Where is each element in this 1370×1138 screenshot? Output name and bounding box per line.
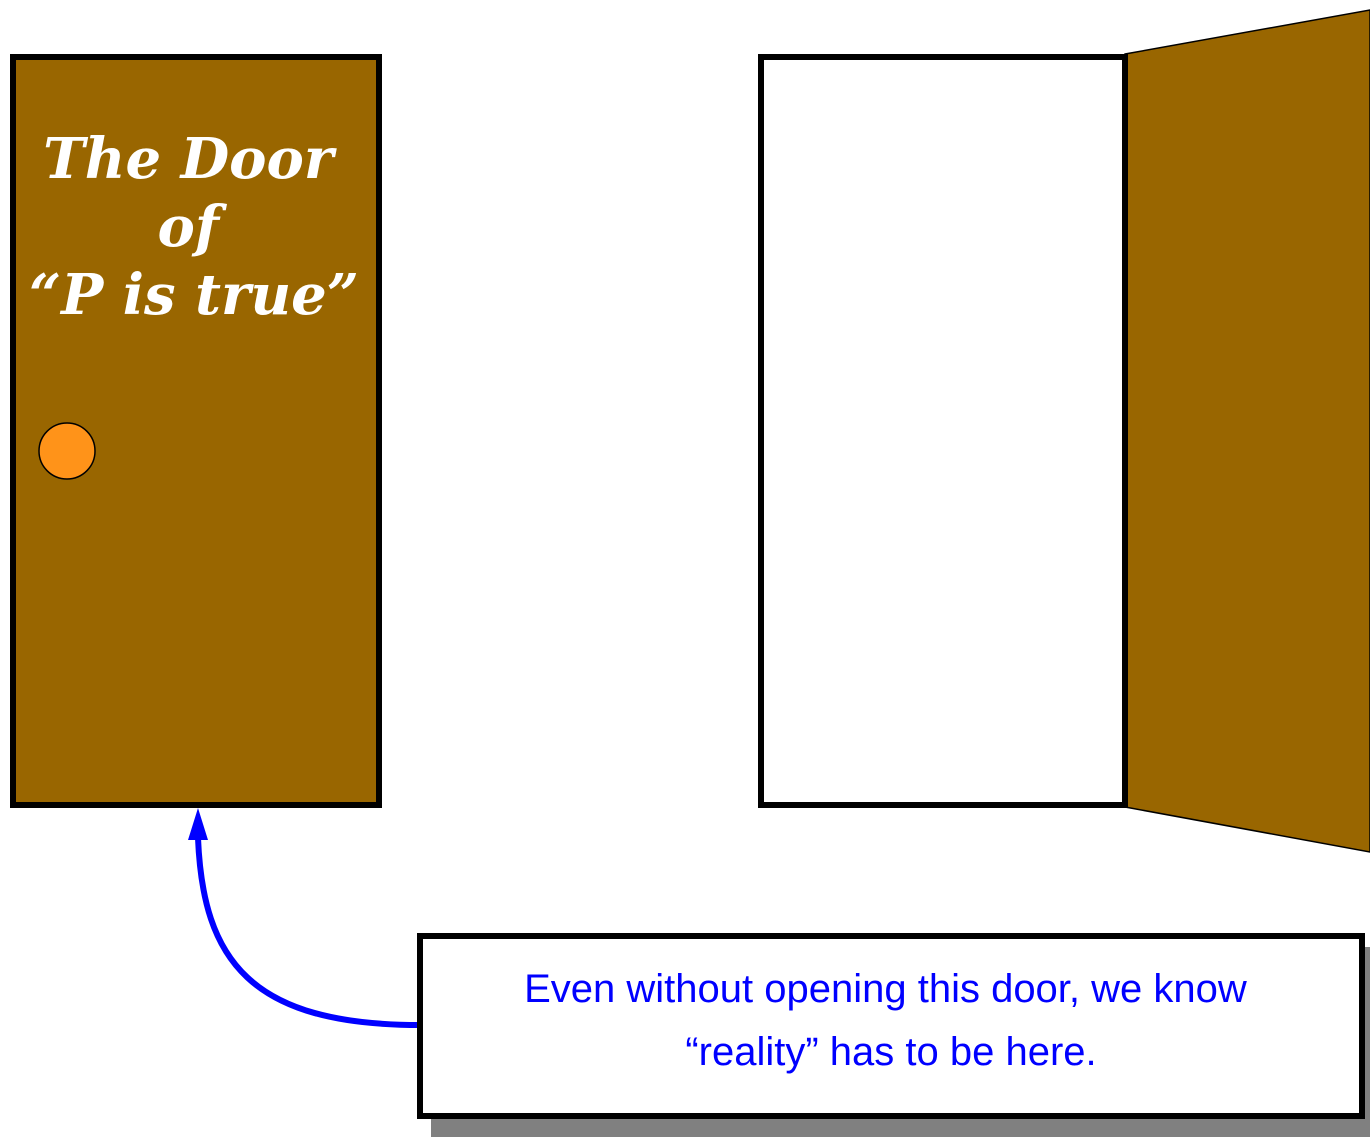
closed-door-title-line-1: The Door: [43, 126, 337, 192]
closed-door-title-line-3: “P is true”: [29, 262, 359, 328]
callout: Even without opening this door, we know …: [420, 936, 1370, 1137]
closed-door: The Door of “P is true”: [13, 57, 379, 805]
open-doorway: [761, 57, 1125, 805]
pointer-arrow-line: [198, 838, 420, 1025]
pointer-arrow: [188, 808, 420, 1025]
callout-line-2: “reality” has to be here.: [685, 1030, 1096, 1074]
open-door: [761, 10, 1370, 852]
closed-door-title-line-2: of: [158, 194, 228, 260]
callout-line-1: Even without opening this door, we know: [524, 967, 1247, 1011]
door-knob: [39, 423, 95, 479]
pointer-arrow-head: [188, 808, 208, 840]
open-door-leaf: [1125, 10, 1370, 852]
callout-box: [420, 936, 1362, 1116]
